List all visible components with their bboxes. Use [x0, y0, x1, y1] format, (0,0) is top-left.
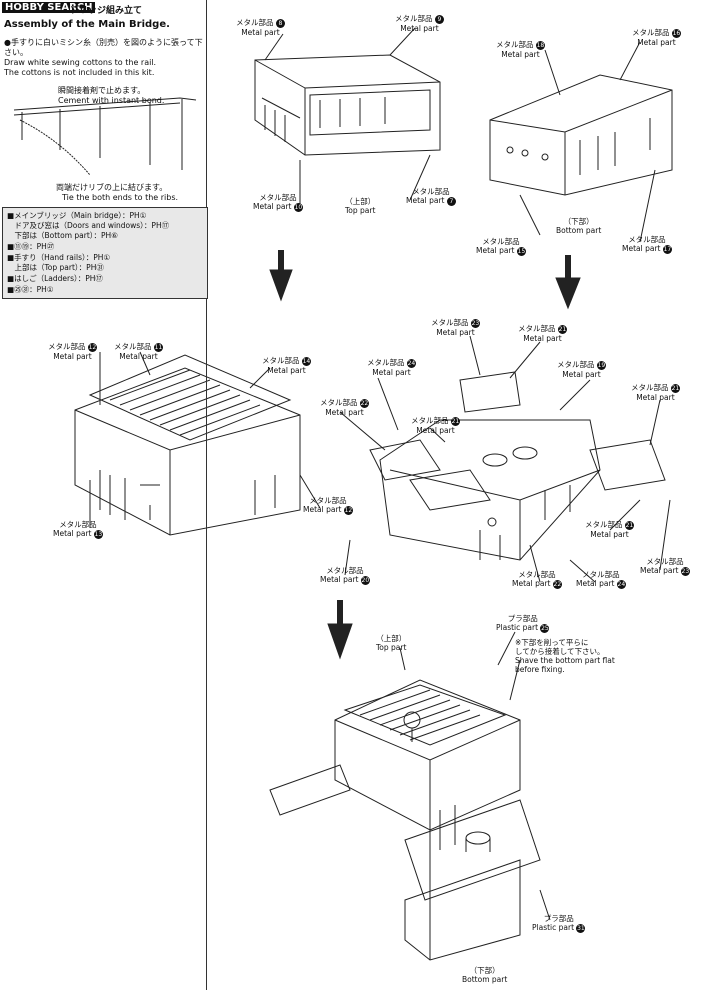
section-title-jp: ブリッジ組み立て	[70, 6, 143, 16]
paint-item: ドア及び窓は（Doors and windows）：PH⑰	[7, 221, 170, 230]
tie-note-en: Tie the both ends to the ribs.	[62, 193, 179, 202]
paint-item: 下部は（Bottom part）：PH⑥	[7, 231, 118, 240]
instruction-block: ●手すりに白いミシン糸（別売）を図のように張って下さい。 Draw white …	[4, 38, 204, 78]
paint-item: ■メインブリッジ（Main bridge）：PH①	[7, 211, 147, 220]
paint-item: ■㉕㉛：PH①	[7, 285, 54, 294]
shave-note: ※下部を削って平らに してから接着して下さい。 Shave the bottom…	[515, 638, 615, 674]
paint-item: 上部は（Top part）：PH㉛	[7, 263, 104, 272]
paint-item: ■手すり（Hand rails）：PH①	[7, 253, 111, 262]
instruction-en-1: Draw white sewing cottons to the rail.	[4, 58, 157, 67]
paint-color-list: ■メインブリッジ（Main bridge）：PH① ドア及び窓は（Doors a…	[2, 207, 208, 299]
logo: HOBBY SEARCH	[2, 2, 96, 13]
column-divider	[206, 0, 207, 990]
cement-note-en: Cement with instant bond.	[58, 96, 165, 105]
callout-bottom-part: （下部）Bottom part	[556, 217, 602, 235]
callout-top-part: （上部）Top part	[345, 197, 376, 215]
paint-item: ■はしご（Ladders）：PH⑰	[7, 274, 103, 283]
tie-note-jp: 両端だけリブの上に結びます。	[56, 183, 168, 192]
cement-note-jp: 瞬間接着剤で止めます。	[58, 86, 146, 95]
callout-final-bottom-part: （下部）Bottom part	[462, 966, 508, 984]
instruction-jp: ●手すりに白いミシン糸（別売）を図のように張って下さい。	[4, 38, 203, 57]
callout-final-top-part: （上部）Top part	[376, 634, 407, 652]
paint-item: ■⑪⑲：PH㉗	[7, 242, 55, 251]
page-header: HOBBY SEARCH ブリッジ組み立て	[0, 0, 206, 20]
instruction-en-2: The cottons is not included in this kit.	[4, 68, 155, 77]
section-title-en: Assembly of the Main Bridge.	[4, 19, 170, 30]
